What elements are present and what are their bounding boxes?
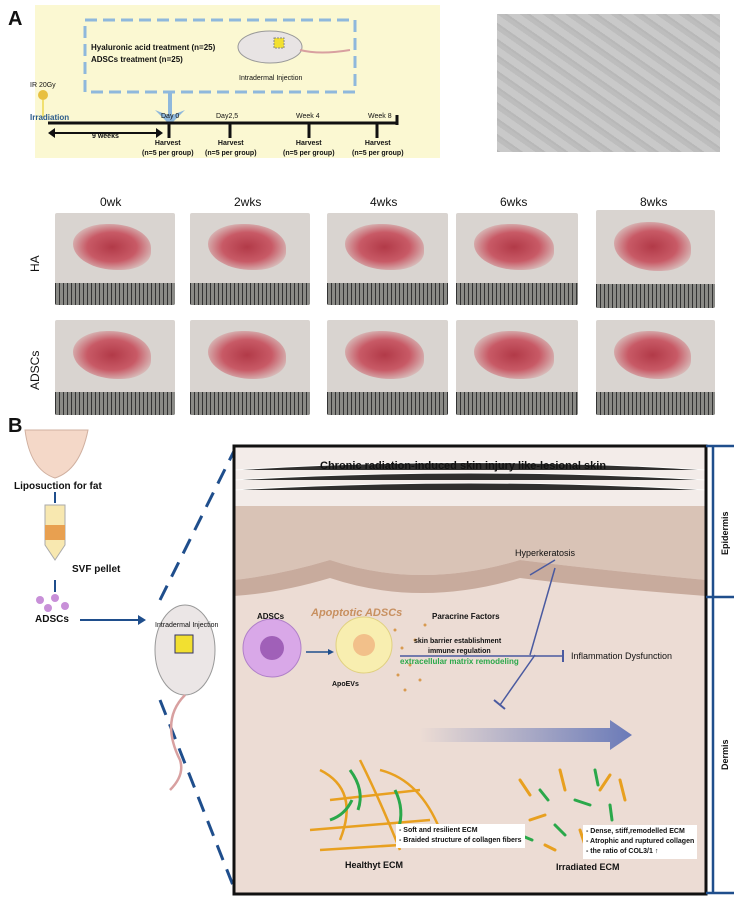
photo-adscs-0wk — [55, 320, 175, 415]
adscs-label: ADSCs — [257, 612, 285, 621]
col-6wks: 6wks — [500, 195, 528, 209]
harvest-1: Harvest (n=5 per group) — [142, 139, 194, 159]
injection-label-a: Intradermal Injection — [239, 75, 303, 82]
row-adscs: ADSCs — [28, 350, 42, 390]
col-4wks: 4wks — [370, 195, 398, 209]
adscs-dots-icon — [36, 594, 69, 612]
timepoint-day0: Day 0 — [161, 113, 180, 120]
irradiated-note: - the ratio of COL3/1 ↑ — [586, 848, 659, 855]
effect-skin-barrier: skin barrier establishment — [414, 638, 502, 645]
inflammation-label: Inflammation Dysfunction — [571, 651, 673, 661]
effect-ecm: extracellular matrix remodeling — [400, 657, 519, 666]
panel-a-label: A — [8, 8, 23, 30]
irradiated-ecm-title: Irradiated ECM — [556, 862, 620, 872]
photo-ha-8wks — [596, 210, 715, 308]
irradiated-notes: - Dense, stiff,remodelled ECM - Atrophic… — [583, 825, 698, 859]
ir-label: IR 20Gy — [30, 82, 56, 89]
body-icon — [24, 429, 89, 479]
col-0wk: 0wk — [100, 195, 122, 209]
photo-adscs-4wks — [327, 320, 448, 415]
injection-label-b: Intradermal Injection — [155, 622, 219, 629]
timepoint-day25: Day2,5 — [216, 113, 239, 120]
mouse-illustration — [237, 30, 303, 64]
photo-ha-4wks — [327, 213, 448, 305]
healthy-note: - Soft and resilient ECM — [399, 827, 478, 834]
col-8wks: 8wks — [640, 195, 668, 209]
irradiation-label: Irradiation — [30, 113, 70, 122]
harvest-label: Harvest — [217, 140, 244, 147]
photo-ha-0wk — [55, 213, 175, 305]
healthy-ecm-fibers — [309, 759, 442, 852]
skin-title: Chronic radiation-induced skin injury li… — [320, 460, 607, 472]
layer-dermis: Dermis — [720, 739, 730, 770]
harvest-2: Harvest (n=5 per group) — [205, 139, 257, 159]
step-adscs: ADSCs — [35, 614, 69, 625]
photo-adscs-8wks — [596, 320, 715, 415]
healthy-notes: - Soft and resilient ECM - Braided struc… — [396, 824, 525, 848]
harvest-4: Harvest (n=5 per group) — [352, 139, 404, 159]
interval-label: 9 weeks — [92, 133, 119, 140]
photo-ha-2wks — [190, 213, 310, 305]
harvest-label: Harvest — [154, 140, 181, 147]
step-liposuction: Liposuction for fat — [14, 481, 102, 492]
irradiated-note: - Atrophic and ruptured collagen — [586, 838, 695, 845]
harvest-label: Harvest — [364, 140, 391, 147]
harvest-n: (n=5 per group) — [142, 150, 194, 157]
panel-b-label: B — [8, 415, 23, 437]
healthy-ecm-title: Healthyt ECM — [345, 860, 404, 870]
photo-adscs-6wks — [456, 320, 578, 415]
photo-ha-6wks — [456, 213, 578, 305]
irradiated-note: - Dense, stiff,remodelled ECM — [586, 828, 685, 835]
healthy-note: - Braided structure of collagen fibers — [399, 837, 522, 844]
hyperkeratosis-label: Hyperkeratosis — [515, 548, 576, 558]
cell-micrograph — [497, 14, 720, 152]
harvest-3: Harvest (n=5 per group) — [283, 139, 335, 159]
apoptotic-label: Apoptotic ADSCs — [311, 607, 403, 619]
transition-arrow — [420, 720, 632, 750]
harvest-n: (n=5 per group) — [283, 150, 335, 157]
treatment-ha: Hyaluronic acid treatment (n=25) — [91, 43, 216, 52]
row-ha: HA — [28, 255, 42, 272]
harvest-n: (n=5 per group) — [205, 150, 257, 157]
col-2wks: 2wks — [234, 195, 262, 209]
layer-epidermis: Epidermis — [720, 511, 730, 555]
timepoint-week4: Week 4 — [296, 113, 320, 120]
paracrine-label: Paracrine Factors — [432, 612, 500, 621]
harvest-label: Harvest — [295, 140, 322, 147]
apoevs-label: ApoEVs — [332, 681, 359, 688]
step-svf: SVF pellet — [72, 564, 121, 575]
harvest-n: (n=5 per group) — [352, 150, 404, 157]
treatment-adscs: ADSCs treatment (n=25) — [91, 55, 183, 64]
timepoint-week8: Week 8 — [368, 113, 392, 120]
effect-immune: immune regulation — [428, 648, 491, 655]
photo-adscs-2wks — [190, 320, 310, 415]
